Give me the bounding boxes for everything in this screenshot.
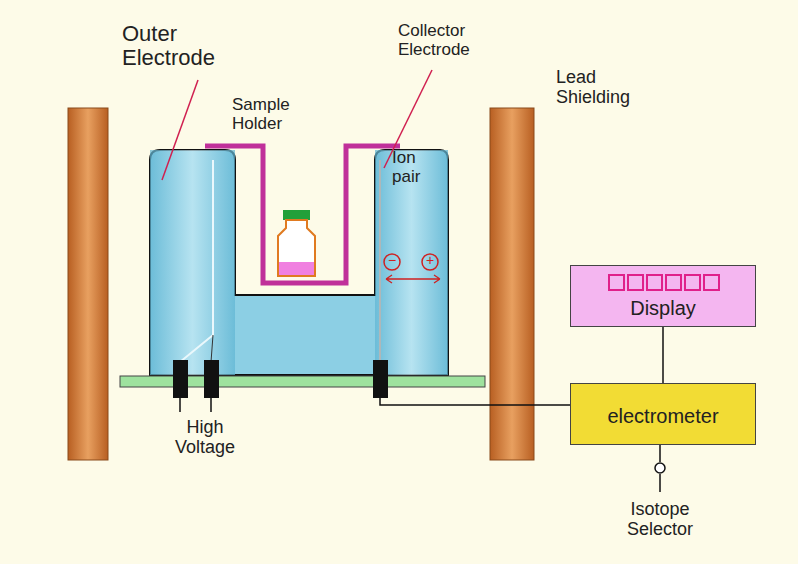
- part-label: Sample Holder: [232, 96, 322, 133]
- connector: [204, 360, 219, 398]
- part-label: −: [388, 253, 396, 268]
- ion-arrows: [386, 275, 440, 283]
- collector-electrode: [180, 160, 213, 362]
- display-digits: [607, 273, 727, 293]
- wall-shade: [150, 150, 235, 375]
- outer-electrode: [150, 150, 448, 375]
- wall-shade: [375, 150, 448, 375]
- electrometer-box: electrometer: [570, 383, 756, 445]
- negative-ion: [384, 254, 400, 270]
- part-label: Ion pair: [392, 149, 442, 186]
- part-label: Collector Electrode: [398, 22, 498, 59]
- part-label: Isotope Selector: [610, 500, 710, 540]
- hv-lead: [211, 335, 213, 362]
- selector-knob: [655, 463, 665, 473]
- lead-shield: [68, 108, 108, 460]
- positive-ion: [422, 254, 438, 270]
- leader-line: [162, 80, 198, 180]
- connector: [173, 360, 188, 398]
- part-label: Outer Electrode: [122, 22, 252, 70]
- part-label: Lead Shielding: [556, 68, 666, 108]
- box-text: electrometer: [607, 405, 718, 428]
- sample-holder: [205, 146, 400, 283]
- collector-electrode: [379, 160, 381, 362]
- lead-shield: [490, 108, 534, 460]
- collector-electrode: [380, 160, 381, 362]
- vial-cap: [283, 210, 310, 220]
- connector-line: [663, 327, 664, 383]
- signal-wire: [380, 398, 570, 405]
- well-floor: [235, 294, 375, 296]
- vial-liquid: [279, 262, 314, 275]
- display-box: Display: [570, 265, 756, 327]
- vial: [278, 220, 315, 276]
- box-text: Display: [630, 297, 696, 320]
- part-label: +: [426, 253, 434, 268]
- hv-wire: [180, 398, 211, 412]
- connector: [373, 360, 388, 398]
- part-label: High Voltage: [160, 418, 250, 458]
